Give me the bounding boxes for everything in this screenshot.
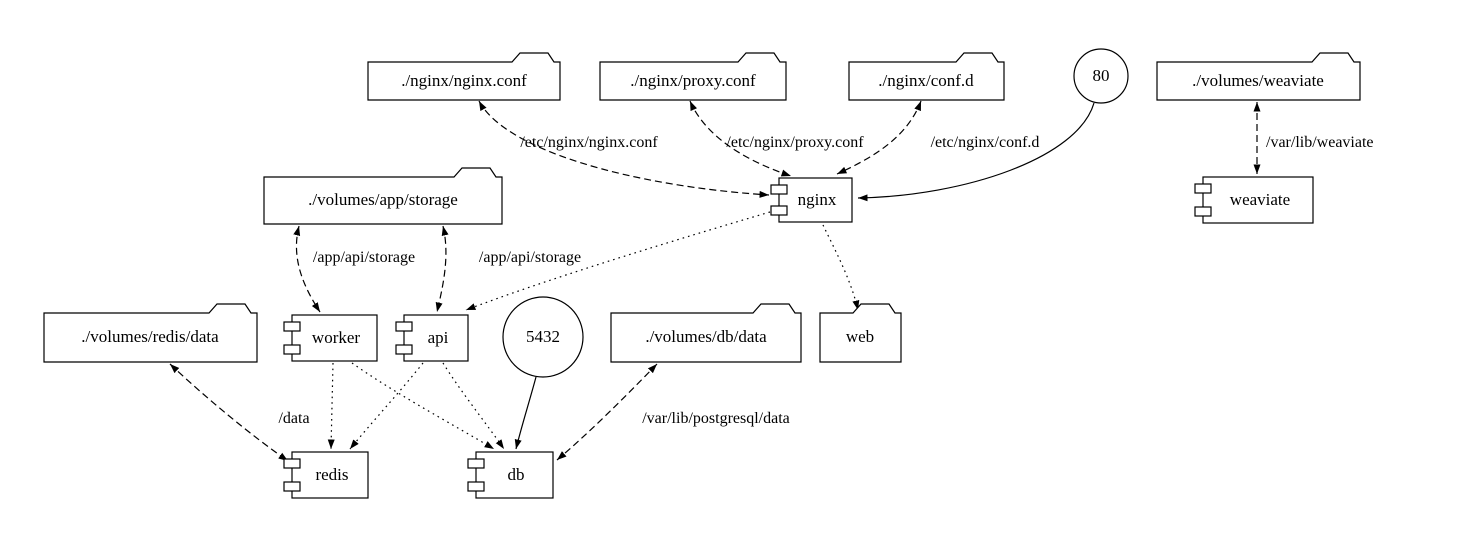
- node-label: ./volumes/app/storage: [308, 190, 458, 209]
- node-label: ./nginx/proxy.conf: [630, 71, 756, 90]
- folder-icon: [263, 167, 503, 225]
- node-label: web: [846, 327, 874, 346]
- component-tab-icon: [770, 205, 788, 216]
- edge-nginx-web: [822, 224, 860, 311]
- edge-label-etc-proxy-conf: /etc/nginx/proxy.conf: [726, 134, 864, 151]
- node-label: worker: [312, 328, 360, 347]
- component-tab-icon: [395, 321, 413, 332]
- edge-api-db: [442, 362, 505, 450]
- node-api: api: [395, 314, 469, 362]
- component-icon: [778, 177, 853, 223]
- edge-nginx-api: [465, 211, 771, 311]
- node-label: 5432: [526, 327, 560, 346]
- component-tab-icon: [1194, 183, 1212, 194]
- node-redis: redis: [283, 451, 369, 499]
- folder-icon: [819, 303, 902, 363]
- edge-worker-db: [351, 362, 495, 450]
- edge-api-redis: [349, 362, 424, 450]
- node-label: nginx: [798, 190, 837, 209]
- edge-label-var-lib-postgresql-data: /var/lib/postgresql/data: [642, 410, 790, 427]
- edge-appstorage-worker: [293, 225, 321, 313]
- node-port-5432: 5432: [502, 296, 584, 378]
- node-conf-d: ./nginx/conf.d: [848, 52, 1005, 101]
- edge-label-etc-conf-d: /etc/nginx/conf.d: [931, 134, 1040, 151]
- folder-icon: [367, 52, 561, 101]
- component-tab-icon: [395, 344, 413, 355]
- node-label: ./nginx/conf.d: [878, 71, 974, 90]
- component-tab-icon: [467, 458, 485, 469]
- folder-icon: [848, 52, 1005, 101]
- edge-worker-redis: [327, 362, 335, 450]
- edge-redisdata-redis: [169, 363, 289, 462]
- node-volumes-weaviate: ./volumes/weaviate: [1156, 52, 1361, 101]
- node-label: ./volumes/db/data: [645, 327, 767, 346]
- node-web: web: [819, 303, 902, 363]
- node-label: db: [508, 465, 525, 484]
- node-volumes-app-storage: ./volumes/app/storage: [263, 167, 503, 225]
- component-icon: [403, 314, 469, 362]
- folder-icon: [610, 303, 802, 363]
- component-tab-icon: [467, 481, 485, 492]
- component-tab-icon: [283, 344, 301, 355]
- folder-icon: [599, 52, 787, 101]
- edge-dbdata-db: [556, 363, 658, 461]
- edge-proxyconf-nginx: [689, 100, 792, 177]
- edge-label-var-lib-weaviate: /var/lib/weaviate: [1266, 134, 1374, 151]
- edge-port80-nginx: [857, 102, 1095, 202]
- node-label: api: [428, 328, 449, 347]
- node-label: ./volumes/weaviate: [1192, 71, 1324, 90]
- port-circle-icon: [1073, 48, 1129, 104]
- component-tab-icon: [283, 321, 301, 332]
- node-nginx: nginx: [770, 177, 853, 223]
- component-tab-icon: [770, 184, 788, 195]
- component-icon: [475, 451, 554, 499]
- node-db: db: [467, 451, 554, 499]
- node-proxy-conf-file: ./nginx/proxy.conf: [599, 52, 787, 101]
- port-circle-icon: [502, 296, 584, 378]
- folder-icon: [1156, 52, 1361, 101]
- edge-label-data: /data: [278, 410, 309, 427]
- node-label: 80: [1093, 66, 1110, 85]
- component-icon: [291, 451, 369, 499]
- node-label: redis: [315, 465, 348, 484]
- component-icon: [291, 314, 378, 362]
- node-nginx-conf-file: ./nginx/nginx.conf: [367, 52, 561, 101]
- edge-label-etc-nginx-conf: /etc/nginx/nginx.conf: [520, 134, 658, 151]
- component-tab-icon: [283, 458, 301, 469]
- node-label: ./nginx/nginx.conf: [401, 71, 527, 90]
- node-volumes-redis-data: ./volumes/redis/data: [43, 303, 258, 363]
- node-volumes-db-data: ./volumes/db/data: [610, 303, 802, 363]
- component-icon: [1202, 176, 1314, 224]
- component-tab-icon: [1194, 206, 1212, 217]
- node-label: ./volumes/redis/data: [81, 327, 219, 346]
- edge-nginxconf-nginx: [478, 100, 770, 198]
- component-tab-icon: [283, 481, 301, 492]
- folder-icon: [43, 303, 258, 363]
- node-port-80: 80: [1073, 48, 1129, 104]
- edge-label-app-api-storage-worker: /app/api/storage: [313, 249, 415, 266]
- node-worker: worker: [283, 314, 378, 362]
- node-label: weaviate: [1230, 190, 1290, 209]
- node-weaviate: weaviate: [1194, 176, 1314, 224]
- edge-label-app-api-storage-api: /app/api/storage: [479, 249, 581, 266]
- edge-appstorage-api: [435, 225, 449, 313]
- edge-confd-nginx: [836, 100, 922, 175]
- edge-port5432-db: [514, 376, 537, 450]
